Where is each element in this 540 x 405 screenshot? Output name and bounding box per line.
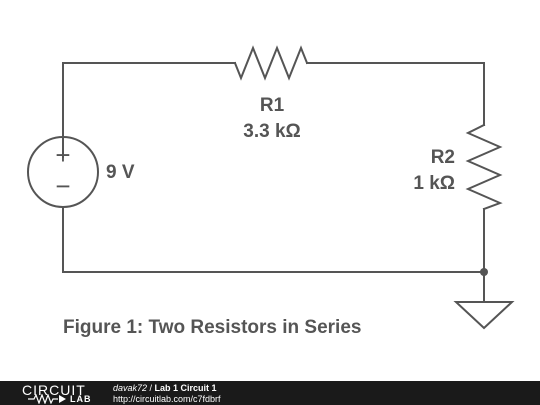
wire-bottom (62, 206, 485, 273)
schematic: + − 9 V R1 3.3 kΩ R2 1 kΩ Figure 1: Two … (27, 45, 515, 338)
source-plus-sign: + (55, 140, 70, 170)
circuit-title[interactable]: Lab 1 Circuit 1 (154, 383, 217, 393)
voltage-source-symbol (27, 136, 99, 208)
logo-text-circuit: CIRCUIT (22, 382, 86, 398)
figure-caption: Figure 1: Two Resistors in Series (63, 317, 361, 338)
wire-top-left (62, 62, 236, 158)
source-voltage-label: 9 V (106, 162, 135, 183)
footer-bar: CIRCUIT LAB davak72 / Lab 1 Circuit 1 ht… (0, 381, 540, 405)
circuit-url[interactable]: http://circuitlab.com/c7fdbrf (113, 394, 221, 404)
wire-top-right (306, 62, 485, 126)
node-junction (480, 268, 488, 276)
r2-value-label: 1 kΩ (413, 173, 455, 194)
r1-resistor-symbol (233, 45, 309, 81)
r1-name-label: R1 (260, 95, 285, 116)
author-link[interactable]: davak72 (113, 383, 148, 393)
circuit-meta: davak72 / Lab 1 Circuit 1 http://circuit… (113, 383, 221, 405)
r1-value-label: 3.3 kΩ (243, 121, 301, 142)
meta-separator: / (147, 383, 155, 393)
source-minus-sign: − (55, 171, 70, 201)
r2-name-label: R2 (431, 147, 455, 168)
resistor-logo-icon (28, 394, 66, 404)
r2-resistor-symbol (465, 123, 503, 211)
circuitlab-logo[interactable]: CIRCUIT LAB (4, 381, 104, 405)
ground-symbol (453, 301, 515, 330)
logo-text-lab: LAB (70, 394, 92, 404)
